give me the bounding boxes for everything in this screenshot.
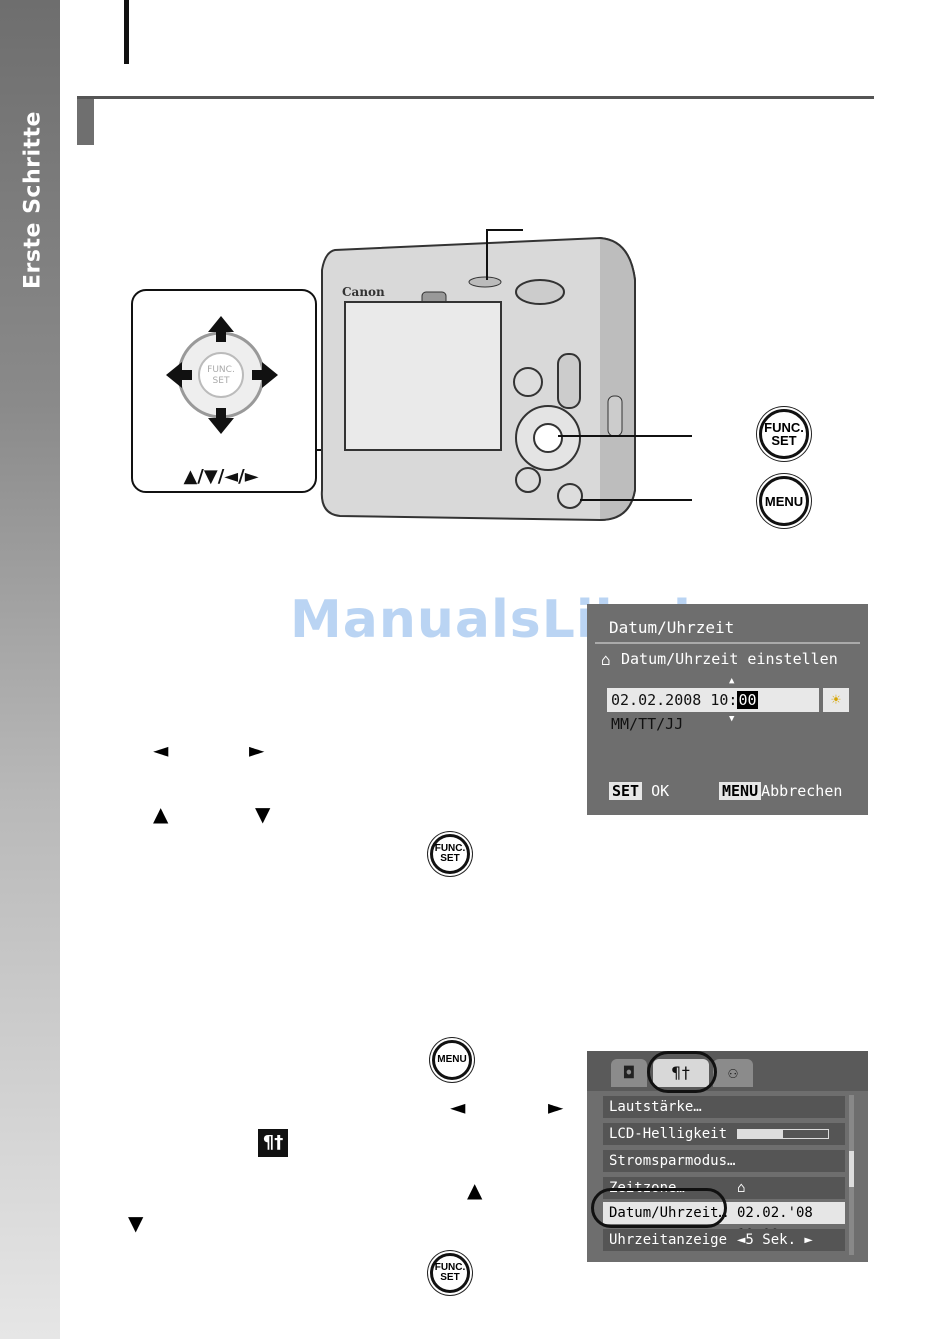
down-arrow-icon: ▼ bbox=[255, 802, 271, 826]
top-bar bbox=[124, 0, 129, 64]
menu-row-lcd-brightness: LCD-Helligkeit bbox=[603, 1123, 845, 1145]
menu-row-power-saving: Stromsparmodus… bbox=[603, 1150, 845, 1172]
camera-figure: FUNC. SET ▲/▼/◄/► Canon bbox=[131, 229, 692, 522]
func-set-button-icon: FUNC. SET bbox=[759, 409, 809, 459]
home-icon: ⌂ bbox=[737, 1180, 746, 1196]
func-set-button-icon: FUNC. SET bbox=[430, 834, 470, 874]
svg-text:FUNC.: FUNC. bbox=[207, 365, 235, 375]
func-set-button-icon: FUNC. SET bbox=[430, 1253, 470, 1293]
scroll-thumb bbox=[849, 1151, 854, 1187]
camera-screen bbox=[344, 301, 502, 451]
brightness-level-bar bbox=[737, 1123, 829, 1145]
right-arrow-icon bbox=[252, 362, 278, 388]
set-ok: SET OK bbox=[609, 782, 669, 800]
down-arrow-icon bbox=[208, 408, 234, 434]
up-arrow-icon: ▲ bbox=[467, 1178, 483, 1202]
svg-text:SET: SET bbox=[213, 376, 230, 386]
date-field: 02.02.2008 10:00 MM/TT/JJ bbox=[607, 688, 819, 733]
menu-button-icon: MENU bbox=[432, 1040, 472, 1080]
section-tab bbox=[77, 99, 94, 145]
screen-subtitle: Datum/Uhrzeit einstellen bbox=[621, 650, 838, 668]
lcd-screen-settings: ◘ ¶† ⚇ Lautstärke… LCD-Helligkeit Stroms… bbox=[587, 1051, 868, 1262]
camera-menu-button bbox=[557, 483, 583, 509]
screen-title: Datum/Uhrzeit bbox=[609, 618, 735, 637]
menu-row-volume: Lautstärke… bbox=[603, 1096, 845, 1118]
date-highlight: 00 bbox=[737, 691, 758, 709]
up-arrow-icon bbox=[208, 316, 234, 342]
tools-tab-icon: ¶† bbox=[258, 1129, 288, 1157]
menu-row-clock-display: Uhrzeitanzeige◄5 Sek. ► bbox=[603, 1229, 845, 1251]
sidebar-label: Erste Schritte bbox=[20, 111, 46, 289]
title-rule bbox=[595, 642, 860, 644]
section-rule bbox=[77, 96, 874, 99]
left-arrow-icon: ◄ bbox=[450, 1095, 466, 1119]
triangle-up-icon: ▲ bbox=[729, 676, 735, 686]
left-arrow-icon bbox=[166, 362, 192, 388]
my-menu-tab-icon: ⚇ bbox=[713, 1059, 753, 1087]
lcd-screen-datetime: Datum/Uhrzeit ⌂ Datum/Uhrzeit einstellen… bbox=[587, 604, 868, 815]
row-highlight-circle bbox=[591, 1188, 727, 1228]
down-arrow-icon: ▼ bbox=[128, 1211, 144, 1235]
camera-tab-icon: ◘ bbox=[611, 1059, 647, 1087]
dial-center bbox=[198, 352, 244, 398]
left-arrow-icon: ◄ bbox=[153, 738, 169, 762]
sidebar-strip: Erste Schritte bbox=[0, 0, 60, 1339]
camera-brand: Canon bbox=[342, 285, 385, 299]
up-arrow-icon: ▲ bbox=[153, 802, 169, 826]
right-arrow-icon: ► bbox=[548, 1095, 564, 1119]
arrow-caption: ▲/▼/◄/► bbox=[183, 466, 258, 487]
sun-icon: ☀ bbox=[823, 688, 849, 712]
home-icon: ⌂ bbox=[601, 650, 611, 669]
tab-highlight-circle bbox=[647, 1051, 717, 1093]
right-arrow-icon: ► bbox=[249, 738, 265, 762]
triangle-down-icon: ▼ bbox=[729, 714, 735, 724]
menu-button-icon: MENU bbox=[759, 476, 809, 526]
